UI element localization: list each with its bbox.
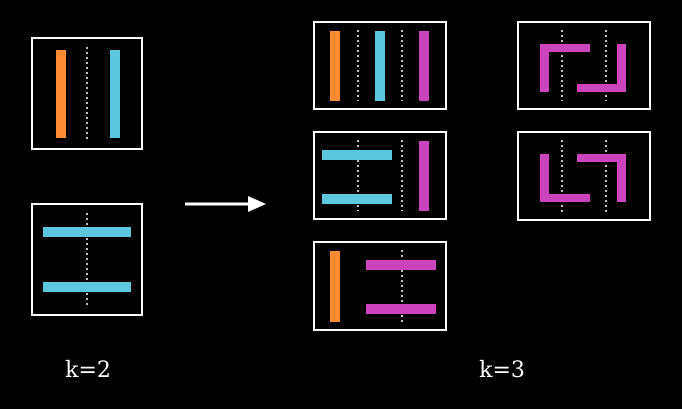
magenta-horizontal-bar-bottom — [366, 304, 436, 314]
magenta-vertical-bar — [419, 141, 429, 211]
panel-k3-vertical-plus-horizontal-pair — [313, 241, 447, 331]
caption-k3: k=3 — [479, 358, 525, 383]
orange-vertical-bar — [56, 50, 66, 138]
cyan-horizontal-bar-bottom — [43, 282, 131, 292]
panel-k3-three-vertical — [313, 21, 447, 110]
cyan-horizontal-bar-bottom — [322, 194, 392, 204]
panel-frame — [517, 21, 651, 110]
magenta-bracket-top-right — [577, 154, 626, 202]
magenta-bracket-top-left — [540, 44, 590, 92]
panel-k2-vertical-pair — [31, 37, 143, 150]
panel-frame — [313, 21, 447, 110]
panel-k3-horizontal-pair-plus-vertical — [313, 131, 447, 220]
caption-k2: k=2 — [65, 358, 111, 383]
magenta-bracket-bottom-right — [577, 44, 626, 92]
cyan-horizontal-bar-top — [322, 150, 392, 160]
orange-vertical-bar — [330, 31, 340, 101]
panel-frame — [31, 37, 143, 150]
cyan-vertical-bar — [110, 50, 120, 138]
arrow-head-icon — [248, 196, 266, 212]
panel-k3-bracket-pair-a — [517, 21, 651, 110]
panel-frame — [517, 131, 651, 221]
cyan-vertical-bar — [375, 31, 385, 101]
magenta-vertical-bar — [419, 31, 429, 101]
panel-k2-horizontal-pair — [31, 203, 143, 316]
panel-frame — [313, 241, 447, 331]
magenta-bracket-bottom-left — [540, 154, 590, 202]
cyan-horizontal-bar-top — [43, 227, 131, 237]
panel-k3-bracket-pair-b — [517, 131, 651, 221]
magenta-horizontal-bar-top — [366, 260, 436, 270]
panel-frame — [31, 203, 143, 316]
orange-vertical-bar — [330, 251, 340, 322]
transition-arrow — [185, 196, 266, 212]
panel-frame — [313, 131, 447, 220]
